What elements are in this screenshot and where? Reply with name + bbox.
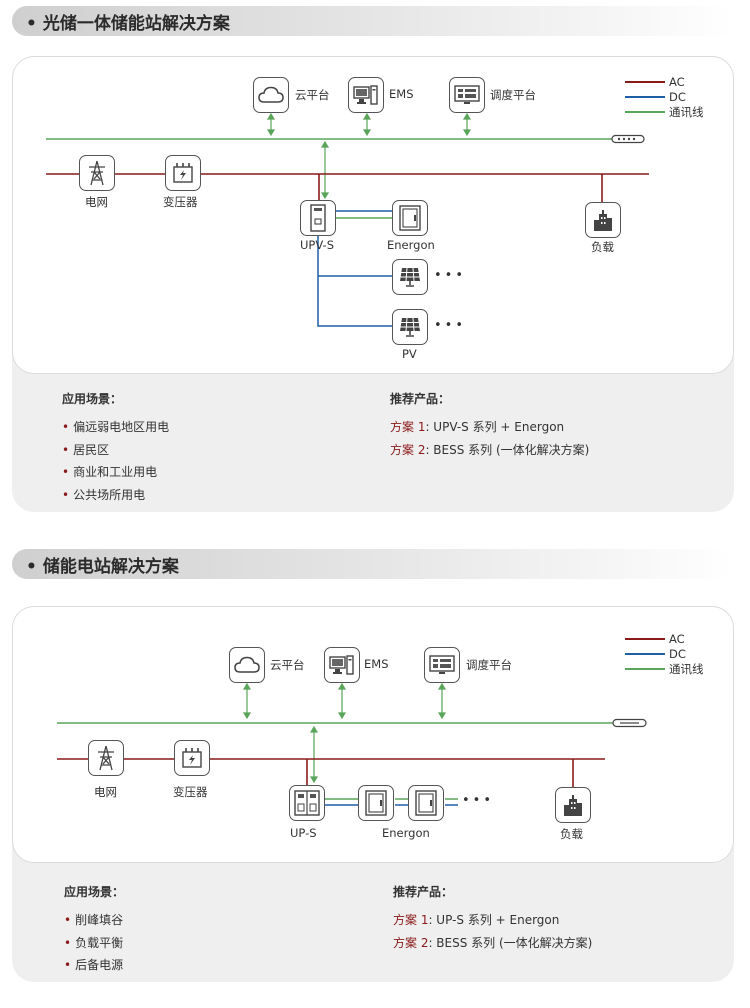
transformer-icon — [165, 155, 201, 191]
pv-label: PV — [402, 347, 417, 361]
cloud-platform-label: 云平台 — [270, 658, 305, 672]
ems-computer-icon — [324, 647, 360, 683]
recommended-products: 推荐产品： 方案 1: UPV-S 系列 + Energon 方案 2: BES… — [390, 390, 589, 461]
list-item: •公共场所用电 — [62, 487, 146, 502]
applications-heading: 应用场景： — [64, 885, 125, 899]
solution-card-2: 云平台 EMS 调度平台 AC DC 通讯线 电网 变压器 UP-S — [12, 606, 734, 982]
grid-tower-icon — [88, 740, 124, 776]
legend-dc: DC — [625, 89, 704, 104]
upv-s-cabinet-icon — [300, 200, 336, 236]
products-heading: 推荐产品： — [393, 885, 454, 899]
upv-s-label: UPV-S — [300, 238, 334, 252]
products-heading: 推荐产品： — [390, 392, 451, 406]
list-item: •偏远弱电地区用电 — [62, 420, 170, 434]
legend: AC DC 通讯线 — [625, 74, 704, 119]
ems-computer-icon — [348, 77, 384, 113]
cloud-icon — [253, 77, 289, 113]
legend-dc: DC — [625, 646, 704, 661]
list-item: •居民区 — [62, 442, 110, 457]
building-load-icon — [585, 202, 621, 238]
dispatch-platform-label: 调度平台 — [466, 658, 512, 672]
product-item: 方案 1: UPV-S 系列 + Energon — [390, 420, 565, 434]
product-item: 方案 2: BESS 系列 (一体化解决方案) — [393, 935, 593, 950]
application-scenarios: 应用场景： •削峰填谷 •负载平衡 •后备电源 — [64, 883, 124, 977]
section-title: 光储一体储能站解决方案 — [12, 9, 230, 34]
wiring-diagram-2 — [57, 682, 647, 806]
solar-panel-icon — [392, 309, 428, 345]
solution-card-1: 云平台 EMS 调度平台 AC DC 通讯线 电网 变压器 UPV-S — [12, 56, 734, 512]
recommended-products: 推荐产品： 方案 1: UP-S 系列 + Energon 方案 2: BESS… — [393, 883, 592, 954]
transformer-label: 变压器 — [163, 195, 198, 209]
energon-battery-icon — [408, 785, 444, 821]
grid-tower-icon — [79, 155, 115, 191]
dispatch-platform-label: 调度平台 — [490, 88, 536, 102]
legend: AC DC 通讯线 — [625, 631, 704, 676]
dispatch-monitor-icon — [449, 77, 485, 113]
diagram-1: 云平台 EMS 调度平台 AC DC 通讯线 电网 变压器 UPV-S — [12, 56, 734, 374]
applications-heading: 应用场景： — [62, 392, 123, 406]
more-energon-dots: ••• — [462, 793, 495, 808]
list-item: •后备电源 — [64, 958, 124, 972]
section-header-1: 光储一体储能站解决方案 — [12, 6, 734, 36]
up-s-label: UP-S — [290, 826, 317, 840]
list-item: •商业和工业用电 — [62, 465, 158, 479]
product-item: 方案 1: UP-S 系列 + Energon — [393, 913, 560, 927]
energon-label: Energon — [382, 826, 430, 840]
more-pv-dots: ••• — [434, 318, 467, 333]
application-scenarios: 应用场景： •偏远弱电地区用电 •居民区 •商业和工业用电 •公共场所用电 — [62, 390, 169, 506]
wiring-diagram-1 — [46, 112, 649, 327]
dc-link-pv — [317, 235, 392, 327]
energon-label: Energon — [387, 238, 435, 252]
legend-ac: AC — [625, 74, 704, 89]
platform-comm-links — [266, 112, 472, 137]
diagram-2: 云平台 EMS 调度平台 AC DC 通讯线 电网 变压器 UP-S — [12, 606, 734, 863]
grid-label: 电网 — [94, 785, 117, 799]
dispatch-monitor-icon — [424, 647, 460, 683]
cloud-icon — [229, 647, 265, 683]
product-item: 方案 2: BESS 系列 (一体化解决方案) — [390, 442, 590, 457]
section-header-2: 储能电站解决方案 — [12, 549, 734, 579]
up-s-cabinet-icon — [289, 785, 325, 821]
legend-comm: 通讯线 — [625, 104, 704, 119]
ems-label: EMS — [364, 657, 389, 671]
cloud-platform-label: 云平台 — [295, 88, 330, 102]
energon-battery-icon — [358, 785, 394, 821]
ups-comm-link — [309, 725, 319, 784]
platform-comm-links — [242, 682, 447, 720]
legend-ac: AC — [625, 631, 704, 646]
solar-panel-icon — [392, 259, 428, 295]
list-item: •负载平衡 — [64, 935, 124, 950]
load-label: 负载 — [591, 240, 614, 254]
ems-label: EMS — [389, 87, 414, 101]
grid-label: 电网 — [85, 195, 108, 209]
transformer-icon — [174, 740, 210, 776]
legend-comm: 通讯线 — [625, 661, 704, 676]
building-load-icon — [555, 787, 591, 823]
upv-comm-link — [320, 140, 330, 200]
section-title: 储能电站解决方案 — [12, 552, 179, 577]
energon-battery-icon — [392, 200, 428, 236]
list-item: •削峰填谷 — [64, 913, 124, 927]
load-label: 负载 — [560, 827, 583, 841]
more-pv-dots: ••• — [434, 268, 467, 283]
transformer-label: 变压器 — [173, 785, 208, 799]
